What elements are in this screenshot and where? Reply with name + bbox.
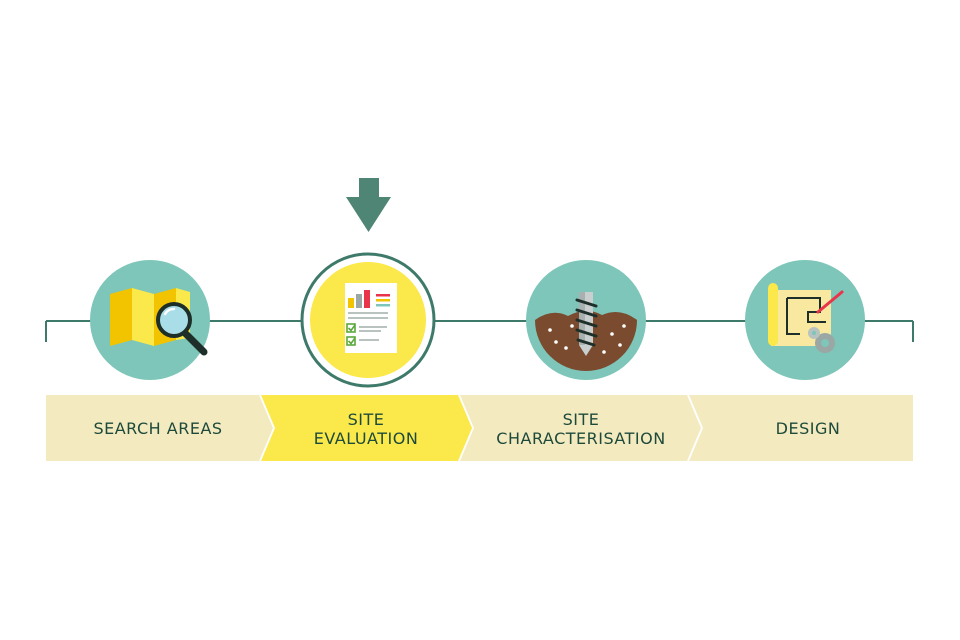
stage-label-design: DESIGN <box>776 419 841 438</box>
stage-label-site-characterisation-line1: SITE <box>563 410 600 429</box>
stage-label-site-evaluation-line1: SITE <box>348 410 385 429</box>
blueprint-gears-icon <box>768 283 844 353</box>
drill-soil-icon <box>535 292 637 371</box>
stage-search-areas[interactable] <box>90 260 210 380</box>
stage-site-evaluation[interactable] <box>300 252 436 388</box>
stage-label-site-evaluation-line2: EVALUATION <box>314 429 419 448</box>
down-arrow-icon <box>346 178 391 232</box>
stage-design[interactable] <box>745 260 865 380</box>
stage-label-band <box>46 395 913 461</box>
stage-label-search-areas: SEARCH AREAS <box>93 419 222 438</box>
stage-label-site-characterisation-line2: CHARACTERISATION <box>496 429 665 448</box>
band-segment-site-evaluation <box>261 395 472 461</box>
map-magnifier-icon <box>110 288 208 356</box>
band-segment-search-areas <box>46 395 273 461</box>
report-checklist-icon <box>345 283 397 353</box>
band-segment-site-characterisation <box>460 395 701 461</box>
band-segment-design <box>689 395 913 461</box>
stage-site-characterisation[interactable] <box>526 260 646 380</box>
